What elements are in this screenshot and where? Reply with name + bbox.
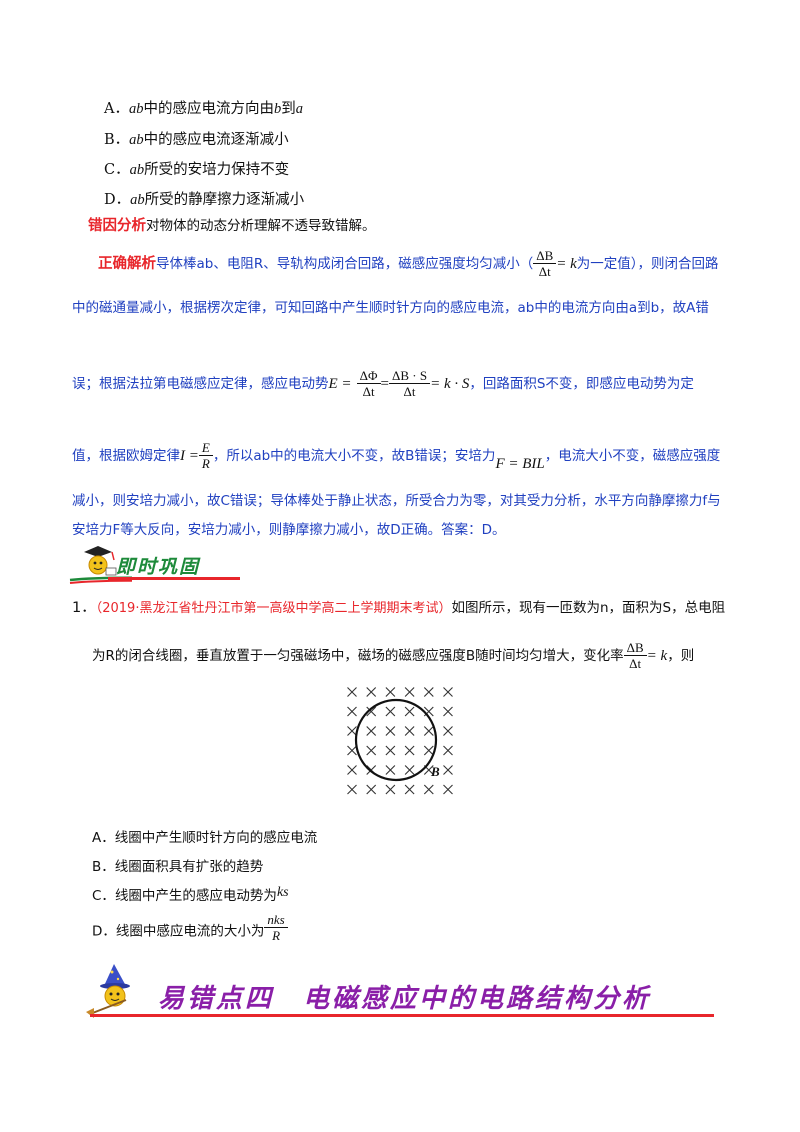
field-cross-mark [347, 726, 357, 736]
q1-line1: 1．（2019·黑龙江省牡丹江市第一高级中学高二上学期期末考试）如图所示，现有一… [72, 600, 726, 616]
field-cross-mark [385, 745, 396, 756]
field-cross-mark [385, 706, 396, 717]
field-cross-mark [347, 706, 357, 717]
q1-number: 1． [72, 600, 96, 616]
field-cross-mark [404, 765, 415, 775]
field-cross-mark [443, 784, 453, 795]
field-cross-mark [404, 745, 415, 756]
field-cross-mark [404, 687, 415, 697]
field-cross-mark [385, 687, 396, 697]
field-cross-mark [366, 687, 377, 697]
field-cross-mark [443, 765, 453, 775]
field-cross-mark [443, 706, 453, 717]
wizard-mascot-icon [86, 964, 130, 1018]
q1-option-a: A．线圈中产生顺时针方向的感应电流 [92, 830, 318, 846]
field-cross-mark [404, 706, 415, 717]
heading-underline [108, 577, 240, 580]
field-cross-mark [347, 765, 357, 775]
field-cross-mark [366, 784, 377, 795]
section-heading: 易错点四 电磁感应中的电路结构分析 [86, 962, 718, 1018]
correct-analysis-line5: 减小，则安培力减小，故C错误；导体棒处于静止状态，所受合力为零，对其受力分析，水… [72, 493, 721, 509]
option-a: A．ab中的感应电流方向由b到a [104, 101, 303, 117]
consolidate-heading-text: 即时巩固 [116, 556, 201, 578]
error-analysis: 错因分析对物体的动态分析理解不透导致错解。 [88, 214, 376, 235]
magnetic-field-figure: B [347, 687, 453, 795]
field-cross-mark [423, 765, 434, 775]
field-cross-mark [347, 687, 357, 697]
consolidate-heading: 即时巩固 [68, 546, 248, 584]
field-cross-mark [385, 726, 396, 736]
field-cross-mark [366, 706, 377, 717]
field-cross-mark [443, 687, 453, 697]
correct-analysis-line6: 安培力F等大反向，安培力减小，则静摩擦力减小，故D正确。答案：D。 [72, 522, 506, 538]
field-cross-mark [366, 726, 377, 736]
field-cross-mark [423, 745, 434, 756]
field-cross-mark [347, 784, 357, 795]
q1-option-c: C．线圈中产生的感应电动势为ks [92, 885, 289, 904]
section-heading-text: 易错点四 电磁感应中的电路结构分析 [158, 984, 652, 1014]
correct-analysis-label: 正确解析 [98, 256, 156, 272]
field-label: B [430, 764, 440, 779]
field-cross-mark [423, 687, 434, 697]
correct-analysis-line2: 中的磁通量减小，根据楞次定律，可知回路中产生顺时针方向的感应电流，ab中的电流方… [72, 300, 709, 316]
error-analysis-label: 错因分析 [88, 218, 146, 234]
field-cross-mark [366, 745, 377, 756]
field-cross-mark [385, 765, 396, 775]
field-cross-mark [423, 726, 434, 736]
q1-source: （2019·黑龙江省牡丹江市第一高级中学高二上学期期末考试） [95, 601, 452, 616]
coil-circle [354, 698, 438, 782]
error-analysis-text: 对物体的动态分析理解不透导致错解。 [146, 218, 376, 234]
field-cross-mark [404, 784, 415, 795]
section-underline [90, 1014, 714, 1017]
option-d: D．ab所受的静摩擦力逐渐减小 [104, 192, 305, 208]
field-cross-mark [423, 784, 434, 795]
field-cross-mark [443, 745, 453, 756]
field-cross-mark [385, 784, 396, 795]
option-b: B．ab中的感应电流逐渐减小 [104, 132, 289, 148]
field-cross-mark [443, 726, 453, 736]
field-cross-mark [347, 745, 357, 756]
option-c: C．ab所受的安培力保持不变 [104, 162, 290, 178]
q1-option-b: B．线圈面积具有扩张的趋势 [92, 859, 264, 875]
q1-line2: 为R的闭合线圈，垂直放置于一匀强磁场中，磁场的磁感应强度B随时间均匀增大，变化率… [92, 640, 695, 671]
field-cross-mark [404, 726, 415, 736]
